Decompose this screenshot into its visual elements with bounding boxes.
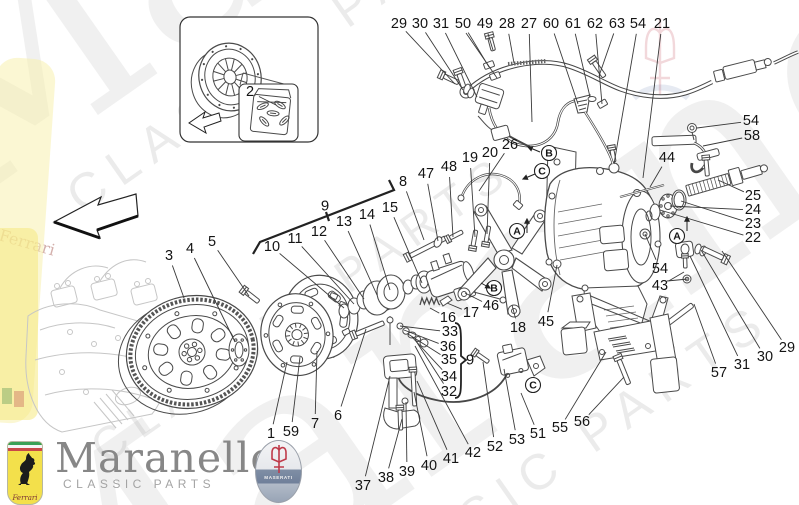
direction-arrow — [52, 193, 139, 240]
part-callout-33: 33 — [442, 324, 458, 340]
view-marker-C: C — [529, 380, 537, 392]
part-callout-62: 62 — [587, 16, 603, 32]
part-callout-54: 54 — [743, 113, 759, 129]
part-callout-45: 45 — [538, 314, 554, 330]
part-callout-18: 18 — [510, 320, 526, 336]
part-callout-16: 16 — [440, 310, 456, 326]
part-callout-48: 48 — [441, 159, 457, 175]
hydraulic-pipes-drawing — [402, 31, 799, 263]
part-callout-53: 53 — [509, 432, 525, 448]
part-callout-14: 14 — [359, 207, 375, 223]
part-callout-54: 54 — [630, 16, 646, 32]
part-callout-5: 5 — [208, 234, 216, 250]
part-callout-30: 30 — [757, 349, 773, 365]
part-callout-38: 38 — [378, 470, 394, 486]
part-callout-59: 59 — [283, 424, 299, 440]
bracket-58-drawing — [651, 123, 732, 333]
flywheel-drawing — [117, 294, 259, 415]
view-marker-C: C — [538, 166, 546, 178]
part-callout-31: 31 — [433, 16, 449, 32]
part-callout-28: 28 — [499, 16, 515, 32]
leader-lines — [171, 31, 782, 477]
part-callout-6: 6 — [334, 408, 342, 424]
group-bracket-label: 9 — [321, 198, 329, 215]
part-callout-15: 15 — [382, 200, 398, 216]
part-callout-61: 61 — [565, 16, 581, 32]
group-bracket-label: 9 — [466, 352, 474, 369]
part-callout-52: 52 — [487, 439, 503, 455]
part-callout-26: 26 — [502, 137, 518, 153]
view-marker-A: A — [513, 226, 521, 238]
part-callout-27: 27 — [521, 16, 537, 32]
part-callout-55: 55 — [552, 420, 568, 436]
part-callout-10: 10 — [264, 239, 280, 255]
gearbox-housing-drawing — [543, 144, 662, 334]
part-callout-29: 29 — [391, 16, 407, 32]
part-callout-44: 44 — [659, 150, 675, 166]
inset-box — [179, 16, 319, 143]
part-callout-32: 32 — [441, 384, 457, 400]
part-callout-24: 24 — [745, 202, 761, 218]
part-callout-23: 23 — [745, 216, 761, 232]
input-shaft-drawing — [619, 164, 768, 222]
part-callout-60: 60 — [543, 16, 559, 32]
part-callout-51: 51 — [530, 426, 546, 442]
view-marker-B: B — [545, 148, 553, 160]
clutch-disc-drawing — [260, 274, 359, 377]
part-callout-2: 2 — [246, 84, 254, 100]
part-callout-42: 42 — [465, 445, 481, 461]
part-callout-12: 12 — [311, 224, 327, 240]
part-callout-41: 41 — [443, 451, 459, 467]
part-callout-11: 11 — [287, 231, 302, 247]
part-callout-22: 22 — [745, 230, 761, 246]
part-callout-37: 37 — [355, 478, 371, 494]
view-marker-A: A — [673, 231, 681, 243]
part-callout-21: 21 — [654, 16, 670, 32]
part-callout-29: 29 — [779, 340, 795, 356]
release-bearing-drawing — [338, 252, 507, 348]
part-callout-56: 56 — [574, 414, 590, 430]
part-callout-43: 43 — [652, 278, 668, 294]
part-callout-49: 49 — [477, 16, 493, 32]
part-callout-34: 34 — [441, 369, 457, 385]
group-brackets: 99 — [252, 179, 474, 399]
spring-kit-bag — [249, 88, 292, 136]
part-callout-13: 13 — [336, 214, 352, 230]
view-marker-B: B — [490, 283, 498, 295]
part-callout-63: 63 — [609, 16, 625, 32]
part-callout-39: 39 — [399, 464, 415, 480]
ferrari-strip-watermark — [0, 57, 56, 424]
part-callout-4: 4 — [186, 241, 194, 257]
part-callout-35: 35 — [441, 352, 457, 368]
switch-and-wire-drawing — [348, 320, 546, 431]
part-callout-7: 7 — [311, 416, 319, 432]
spacer-drawing — [228, 284, 260, 367]
part-callout-1: 1 — [267, 426, 275, 442]
part-callout-20: 20 — [482, 145, 498, 161]
support-stand-drawing — [560, 292, 680, 394]
part-callout-54: 54 — [652, 261, 668, 277]
part-callout-58: 58 — [744, 128, 760, 144]
part-callout-8: 8 — [399, 174, 407, 190]
clamp-drawing — [674, 240, 732, 284]
part-callout-36: 36 — [440, 339, 456, 355]
part-callout-30: 30 — [412, 16, 428, 32]
part-callout-31: 31 — [734, 357, 750, 373]
part-callout-47: 47 — [418, 166, 434, 182]
part-callout-50: 50 — [455, 16, 471, 32]
part-callout-17: 17 — [463, 305, 479, 321]
part-callout-19: 19 — [462, 150, 478, 166]
part-callout-40: 40 — [421, 458, 437, 474]
release-fork-drawing — [457, 203, 552, 318]
part-callout-46: 46 — [483, 298, 499, 314]
part-callout-25: 25 — [745, 188, 761, 204]
part-callout-3: 3 — [165, 248, 173, 264]
part-callout-57: 57 — [711, 365, 727, 381]
bracket-37-drawing — [382, 353, 421, 431]
